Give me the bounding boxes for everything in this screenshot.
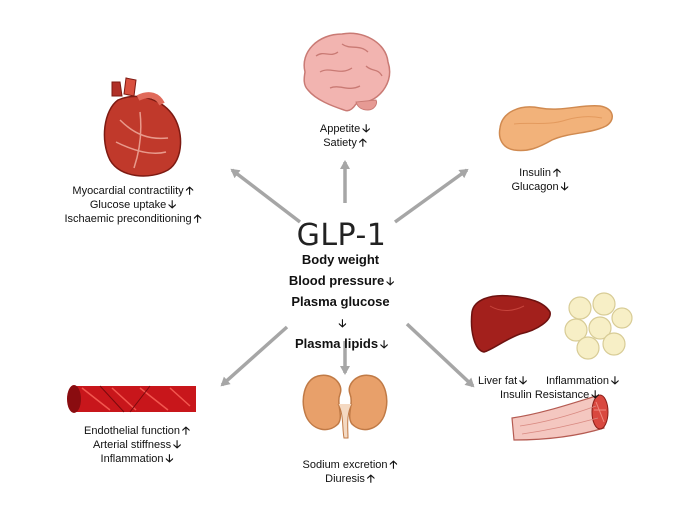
label-endothelial-function: Endothelial function🡡 [84, 425, 190, 437]
adipose-icon [564, 292, 633, 360]
label-glucose-uptake: Glucose uptake🡣 [89, 199, 177, 211]
effect-plasma-glucose: Plasma glucose [291, 294, 390, 309]
label-arterial-stiffness: Arterial stiffness🡣 [93, 439, 181, 451]
effect-glucose-arrow: 🡣 [338, 318, 347, 330]
arrow-to-vessel [220, 325, 289, 387]
label-insulin-resistance: Insulin Resistance🡣 [500, 389, 600, 401]
label-diuresis: Diuresis🡡 [325, 473, 375, 485]
label-adipose-inflammation: Inflammation🡣 [546, 375, 619, 387]
spoke-arrows [220, 160, 475, 388]
label-ischaemic-preconditioning: Ischaemic preconditioning🡡 [64, 213, 202, 225]
label-insulin: Insulin🡡 [519, 167, 561, 179]
arrow-to-heart [230, 168, 302, 224]
heart-icon [103, 77, 182, 177]
liver-icon [470, 294, 551, 353]
glp1-title: GLP-1 [296, 218, 387, 253]
label-appetite: Appetite🡣 [319, 123, 371, 135]
brain-labels: Appetite🡣 Satiety🡡 [300, 122, 390, 150]
blood-vessel-icon [67, 385, 196, 413]
effect-body-weight: Body weight [301, 252, 380, 267]
effect-blood-pressure: Blood pressure🡣 [288, 273, 395, 288]
heart-labels: Myocardial contractility🡡 Glucose uptake… [58, 184, 208, 226]
arrow-to-liver [405, 322, 475, 388]
kidney-labels: Sodium excretion🡡 Diuresis🡡 [290, 458, 410, 486]
vessel-labels: Endothelial function🡡 Arterial stiffness… [62, 424, 212, 466]
label-glucagon: Glucagon🡣 [511, 181, 569, 193]
pancreas-labels: Insulin🡡 Glucagon🡣 [500, 166, 580, 194]
effect-plasma-lipids: Plasma lipids🡣 [295, 336, 388, 351]
label-vessel-inflammation: Inflammation🡣 [100, 453, 174, 465]
glp1-effects: Body weight Blood pressure🡣 Plasma gluco… [0, 250, 683, 355]
pancreas-icon [498, 104, 613, 152]
label-satiety: Satiety🡡 [323, 137, 367, 149]
arrow-to-pancreas [393, 168, 469, 224]
brain-icon [303, 32, 391, 112]
muscle-icon [511, 394, 609, 441]
label-sodium-excretion: Sodium excretion🡡 [302, 459, 398, 471]
label-myocardial-contractility: Myocardial contractility🡡 [72, 185, 194, 197]
kidney-icon [302, 374, 388, 439]
label-liver-fat: Liver fat🡣 [478, 375, 528, 387]
